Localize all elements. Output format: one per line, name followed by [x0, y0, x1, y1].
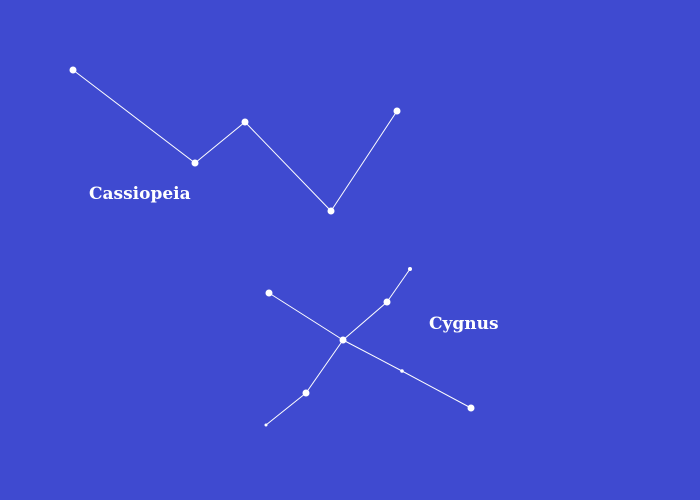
cassiopeia-star-5	[393, 107, 401, 115]
cygnus-star-4	[408, 267, 412, 271]
cassiopeia-star-4	[327, 207, 335, 215]
cygnus-line-4	[342, 301, 388, 341]
cassiopeia-line-3	[244, 121, 332, 212]
cygnus-line-2	[342, 339, 403, 372]
cygnus-label: Cygnus	[429, 314, 499, 334]
cygnus-star-7	[400, 369, 404, 373]
cygnus-line-3	[401, 370, 472, 409]
cygnus-star-6	[264, 423, 268, 427]
cassiopeia-line-4	[330, 110, 398, 212]
stars	[69, 66, 475, 427]
cassiopeia-line-1	[72, 69, 196, 164]
constellation-lines	[72, 69, 472, 426]
cygnus-star-8	[467, 404, 475, 412]
cassiopeia-line-2	[194, 121, 246, 164]
cygnus-line-7	[265, 392, 307, 426]
cygnus-star-3	[383, 298, 391, 306]
cassiopeia-star-2	[191, 159, 199, 167]
cygnus-star-2	[339, 336, 347, 344]
cassiopeia-label: Cassiopeia	[89, 184, 191, 204]
cassiopeia-star-3	[241, 118, 249, 126]
cygnus-line-6	[305, 339, 344, 394]
cassiopeia-star-1	[69, 66, 77, 74]
cygnus-line-5	[386, 268, 411, 303]
cygnus-star-5	[302, 389, 310, 397]
cygnus-star-1	[265, 289, 273, 297]
cygnus-line-1	[268, 292, 344, 341]
